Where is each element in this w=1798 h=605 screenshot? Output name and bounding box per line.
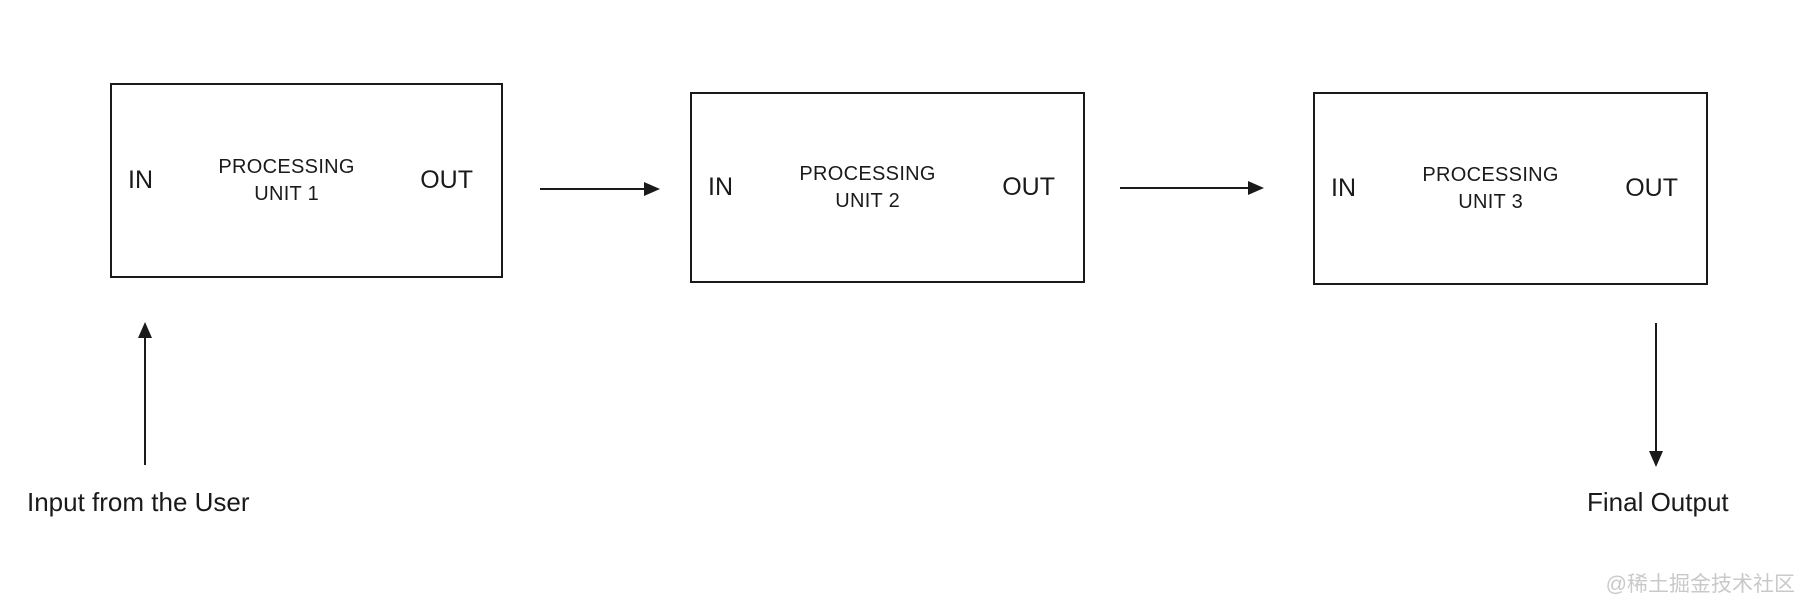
- unit-2-out-port-label: OUT: [1002, 173, 1055, 201]
- unit-3-title-line1: PROCESSING: [1422, 163, 1559, 186]
- arrow-unit1-to-unit2-icon: [540, 182, 660, 196]
- unit-3-out-port-label: OUT: [1625, 174, 1678, 202]
- unit-1-title-line1: PROCESSING: [218, 155, 355, 178]
- input-source-label: Input from the User: [27, 487, 250, 517]
- processing-unit-3-box: IN PROCESSING UNIT 3 OUT: [1313, 92, 1708, 285]
- unit-2-in-port-label: IN: [708, 173, 733, 201]
- watermark-text: @稀土掘金技术社区: [1605, 573, 1795, 596]
- unit-1-out-port-label: OUT: [420, 166, 473, 194]
- processing-unit-1-box: IN PROCESSING UNIT 1 OUT: [110, 83, 503, 278]
- unit-3-title-line2: UNIT 3: [1458, 190, 1523, 213]
- arrow-user-input-icon: [138, 322, 152, 465]
- unit-2-title: PROCESSING UNIT 2: [733, 161, 1002, 215]
- unit-1-title-line2: UNIT 1: [254, 182, 319, 205]
- arrow-unit2-to-unit3-icon: [1120, 181, 1264, 195]
- final-output-label: Final Output: [1587, 487, 1729, 517]
- unit-2-title-line1: PROCESSING: [799, 162, 936, 185]
- unit-3-in-port-label: IN: [1331, 174, 1356, 202]
- unit-2-title-line2: UNIT 2: [835, 189, 900, 212]
- unit-3-title: PROCESSING UNIT 3: [1356, 162, 1625, 216]
- unit-1-title: PROCESSING UNIT 1: [153, 154, 420, 208]
- unit-1-in-port-label: IN: [128, 166, 153, 194]
- arrow-final-output-icon: [1649, 323, 1663, 467]
- processing-unit-2-box: IN PROCESSING UNIT 2 OUT: [690, 92, 1085, 283]
